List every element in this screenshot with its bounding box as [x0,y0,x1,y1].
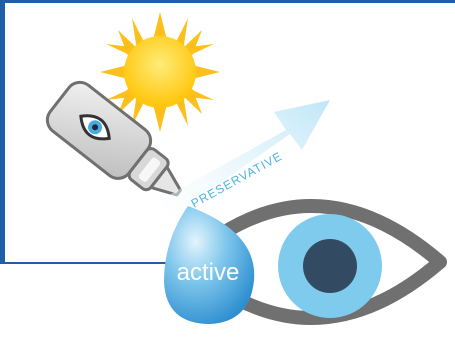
active-label: active [177,259,240,286]
eye-pupil [303,239,357,293]
